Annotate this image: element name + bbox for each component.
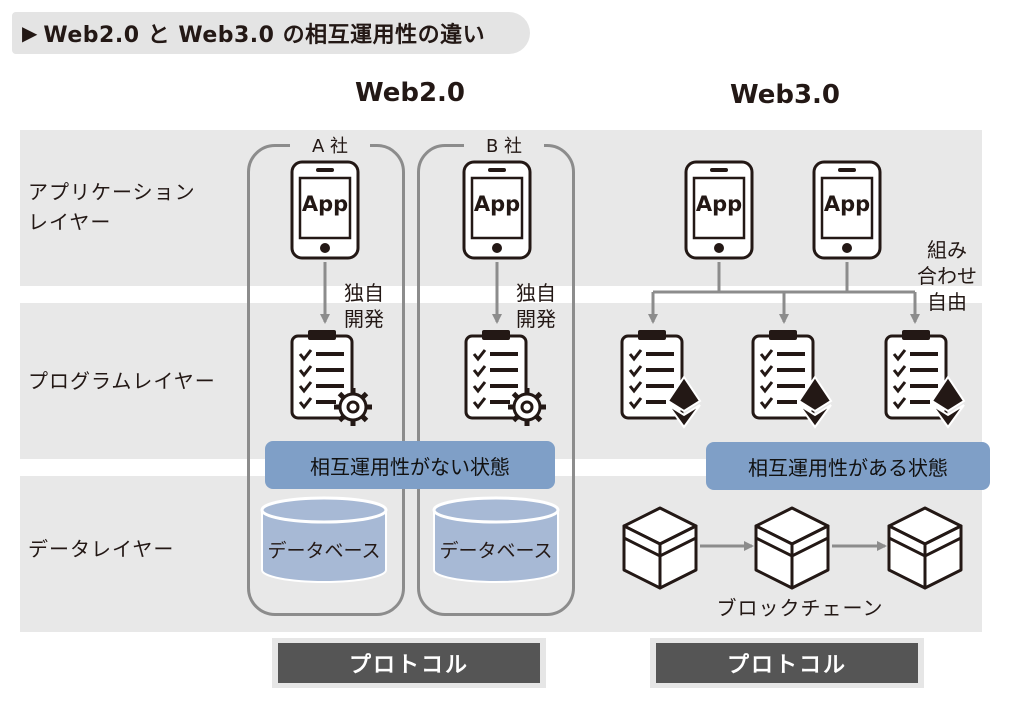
web3-heading: Web3.0 <box>729 80 841 110</box>
app-label: App <box>695 192 743 216</box>
database-label: データベース <box>267 540 381 562</box>
company-a-label: A 社 <box>290 132 370 158</box>
page-title: Web2.0 と Web3.0 の相互運用性の違い <box>43 23 486 48</box>
database-label: データベース <box>439 540 553 562</box>
blockchain-label: ブロックチェーン <box>716 596 884 620</box>
database-icon <box>432 496 560 583</box>
block-icon <box>887 506 963 590</box>
block-icon <box>622 506 698 590</box>
dev-note-b: 独自 開発 <box>516 281 556 331</box>
web2-heading: Web2.0 <box>354 78 466 108</box>
app-label: App <box>473 192 521 216</box>
database-icon <box>260 496 388 583</box>
dev-note-a: 独自 開発 <box>344 281 384 331</box>
web3-protocol-label: プロトコル <box>656 643 918 683</box>
block-icon <box>754 506 830 590</box>
gear-icon <box>508 388 546 426</box>
play-icon: ▶ <box>22 21 38 45</box>
gear-icon <box>334 388 372 426</box>
title-banner: ▶ Web2.0 と Web3.0 の相互運用性の違い <box>12 12 530 54</box>
application-layer-label: アプリケーション レイヤー <box>28 180 196 234</box>
data-layer-label: データレイヤー <box>28 537 175 561</box>
app-label: App <box>301 192 349 216</box>
program-layer-label: プログラムレイヤー <box>28 369 216 393</box>
combine-note: 組み 合わせ 自由 <box>917 238 977 314</box>
combine-connector <box>648 262 920 324</box>
web2-protocol-label: プロトコル <box>278 643 540 683</box>
company-b-label: B 社 <box>464 132 544 158</box>
app-label: App <box>823 192 871 216</box>
interop-state-box: 相互運用性がある状態 <box>706 442 990 490</box>
no-interop-state-box: 相互運用性がない状態 <box>265 441 555 489</box>
